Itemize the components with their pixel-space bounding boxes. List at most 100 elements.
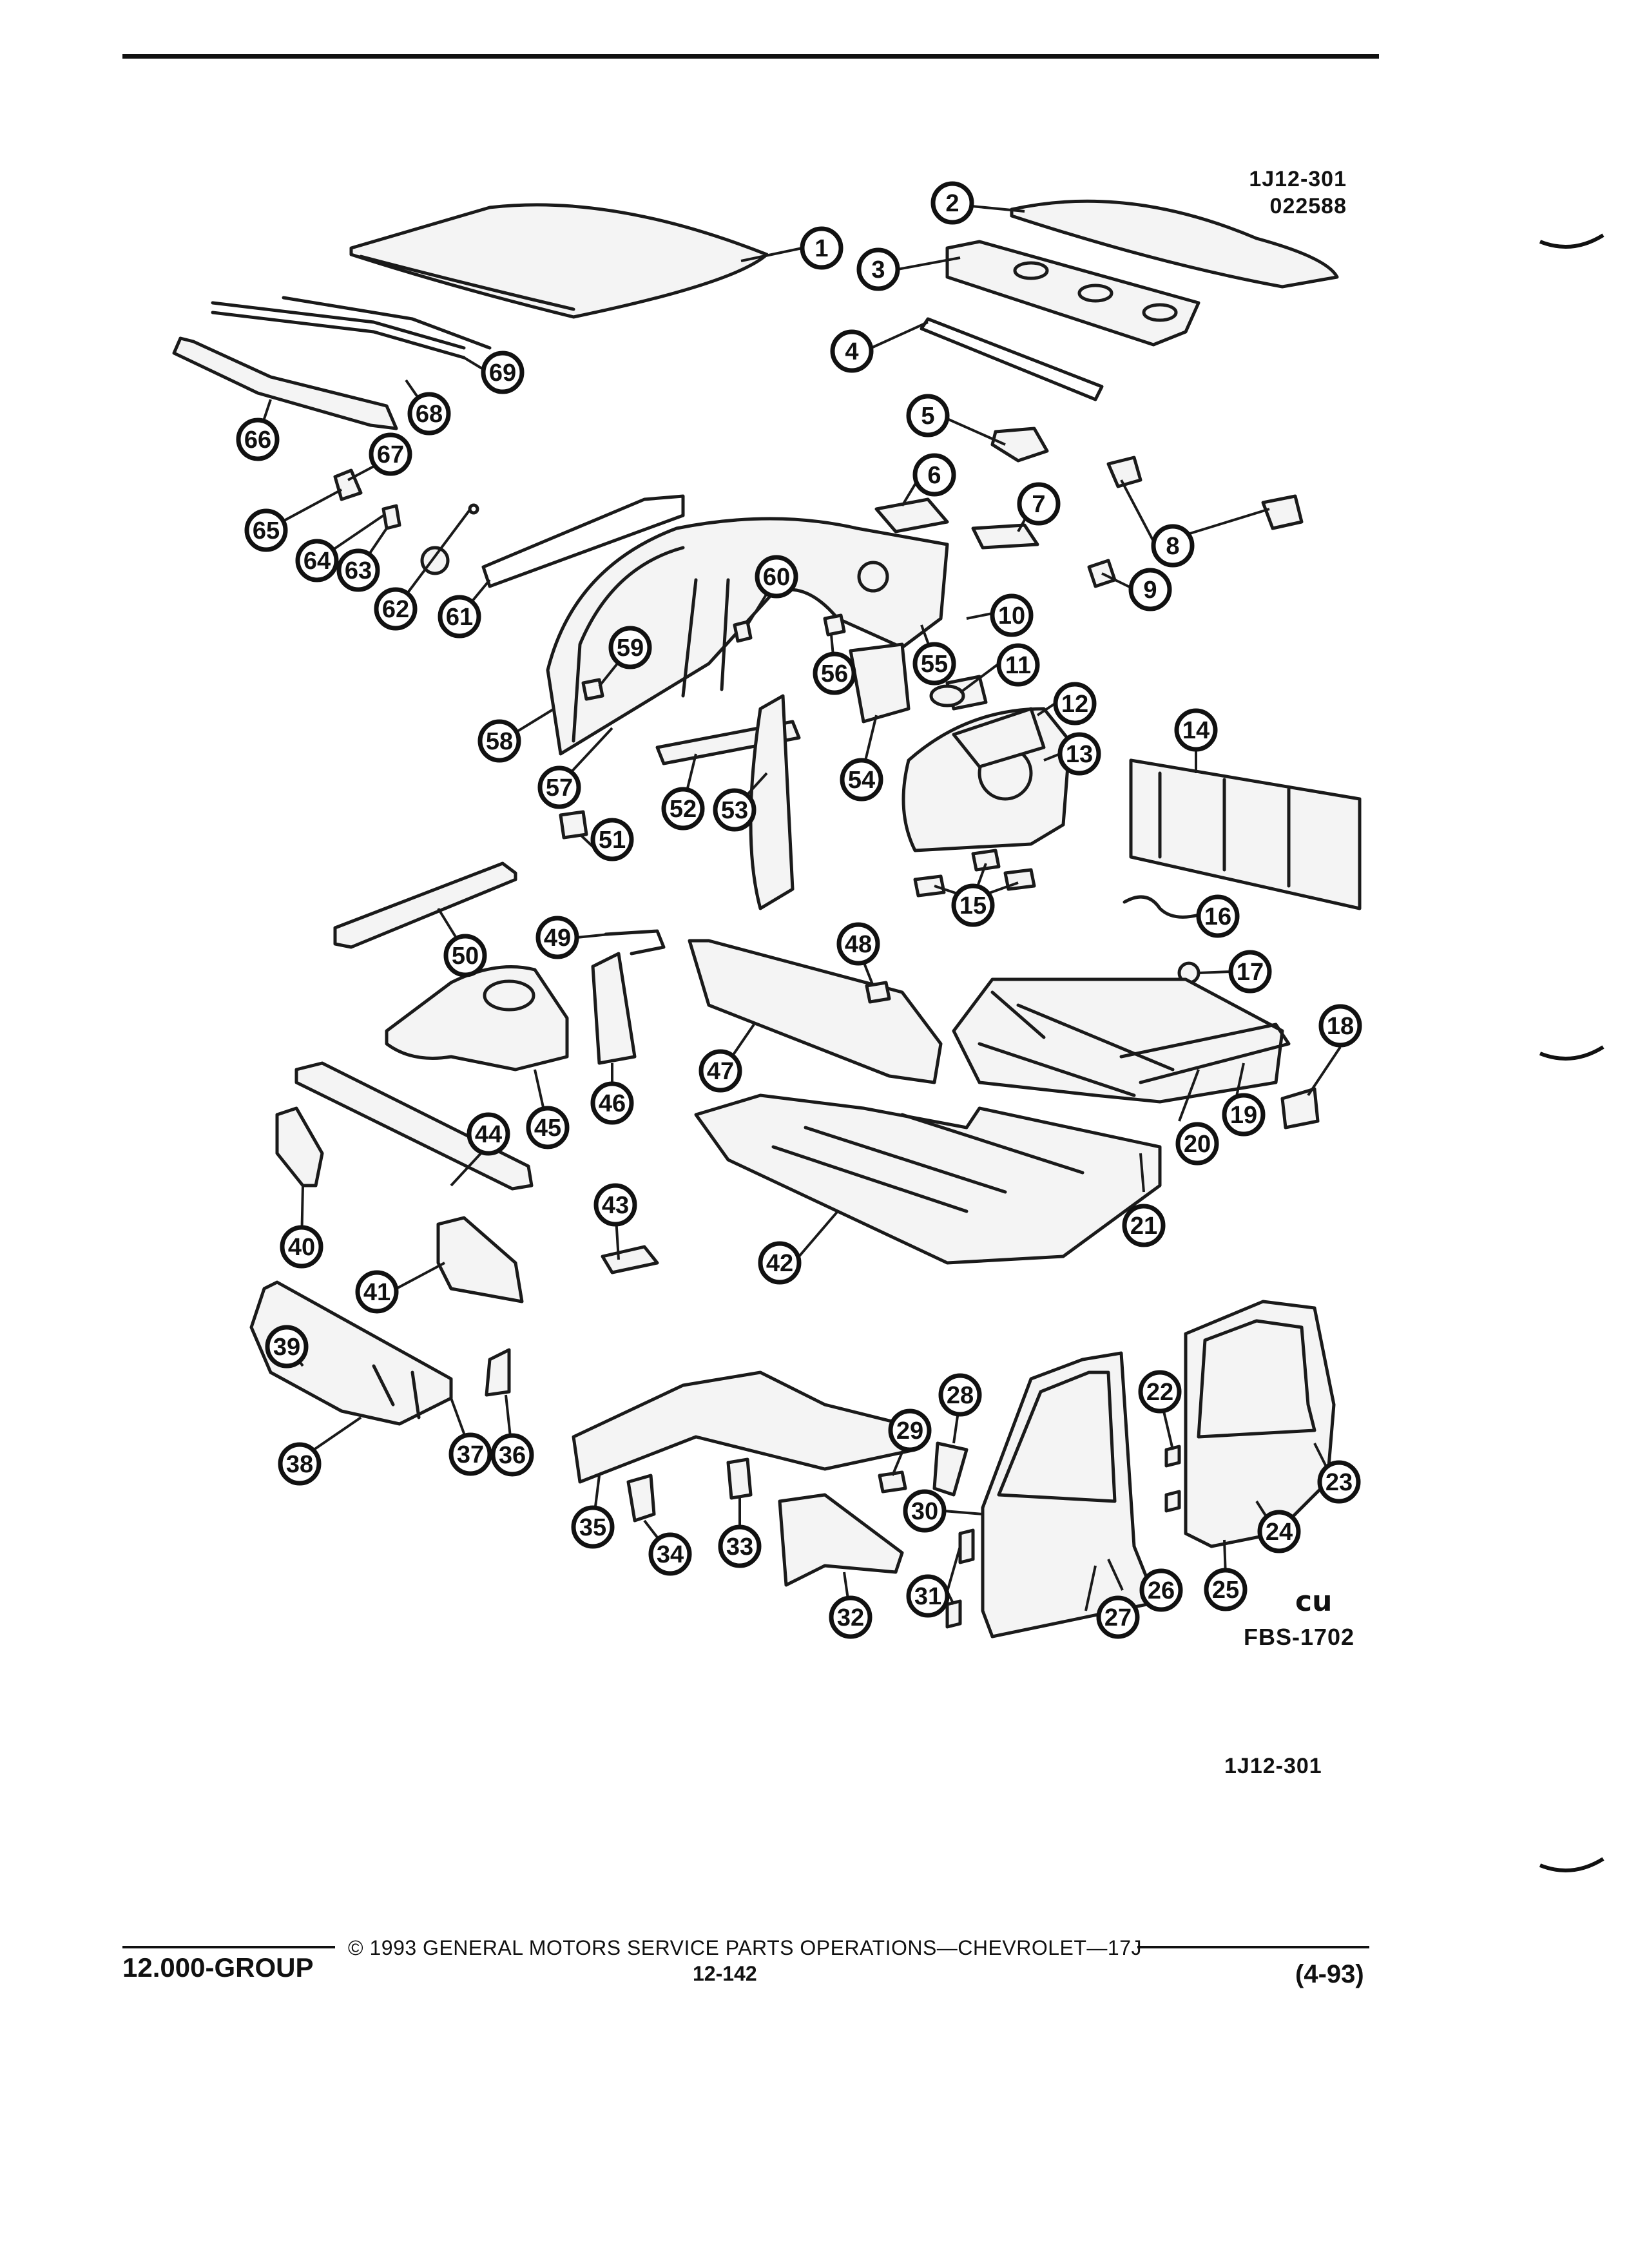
margin-marks	[1539, 233, 1605, 1872]
svg-text:46: 46	[599, 1090, 626, 1117]
callout-69: 69	[481, 351, 525, 394]
callout-64: 64	[295, 539, 339, 582]
svg-text:56: 56	[821, 660, 848, 687]
part-plate-34	[626, 1474, 656, 1523]
callout-55: 55	[912, 642, 956, 686]
callout-17: 17	[1228, 950, 1272, 994]
svg-text:62: 62	[382, 596, 409, 623]
callout-66: 66	[236, 418, 280, 461]
figure-logo: cu	[1295, 1585, 1333, 1618]
callout-36: 36	[490, 1433, 534, 1477]
part-pillar-46	[591, 952, 637, 1065]
svg-text:29: 29	[896, 1418, 923, 1445]
callout-50: 50	[443, 934, 487, 977]
callout-62: 62	[374, 587, 418, 631]
part-rear-floor-frame	[952, 977, 1284, 1104]
part-wire-16	[1123, 895, 1200, 919]
part-bracket-49	[604, 929, 666, 956]
svg-text:55: 55	[921, 651, 948, 678]
svg-text:47: 47	[707, 1058, 734, 1085]
svg-text:11: 11	[1005, 652, 1031, 679]
svg-text:64: 64	[304, 548, 331, 575]
svg-text:18: 18	[1327, 1013, 1354, 1040]
callout-45: 45	[526, 1106, 570, 1149]
callout-24: 24	[1257, 1510, 1301, 1553]
part-fender-apron-41	[436, 1216, 524, 1303]
callout-21: 21	[1122, 1204, 1166, 1247]
callout-39: 39	[265, 1325, 309, 1369]
svg-text:33: 33	[726, 1533, 753, 1561]
svg-text:61: 61	[446, 604, 473, 631]
footer-page-number: 12-142	[693, 1962, 757, 1985]
svg-text:25: 25	[1212, 1577, 1239, 1604]
svg-text:37: 37	[457, 1441, 484, 1468]
callout-12: 12	[1053, 682, 1097, 726]
svg-text:9: 9	[1143, 577, 1157, 604]
callout-35: 35	[571, 1505, 615, 1549]
svg-text:24: 24	[1266, 1519, 1293, 1546]
callout-44: 44	[467, 1112, 510, 1156]
svg-text:3: 3	[871, 256, 885, 284]
footer-date: (4-93)	[1295, 1960, 1364, 1988]
callout-67: 67	[369, 432, 412, 476]
callout-4: 4	[830, 329, 874, 373]
callout-42: 42	[758, 1241, 802, 1285]
callout-5: 5	[906, 394, 950, 437]
svg-text:6: 6	[927, 462, 941, 489]
diagram-caption: 1J12-301	[1224, 1754, 1322, 1778]
part-floor-pan	[694, 1093, 1162, 1265]
svg-text:53: 53	[721, 797, 748, 824]
callout-60: 60	[755, 555, 798, 599]
svg-text:8: 8	[1166, 533, 1179, 560]
callout-41: 41	[355, 1270, 399, 1314]
svg-text:68: 68	[416, 401, 443, 428]
svg-text:36: 36	[499, 1442, 526, 1469]
svg-text:69: 69	[489, 360, 516, 387]
part-rail-50	[333, 861, 517, 949]
callout-19: 19	[1222, 1093, 1266, 1137]
svg-text:67: 67	[377, 441, 404, 468]
part-cowl-47	[688, 939, 943, 1084]
svg-text:30: 30	[911, 1498, 938, 1525]
svg-text:5: 5	[921, 403, 934, 430]
part-pillar-54	[849, 642, 911, 724]
part-shock-tower	[385, 965, 569, 1072]
footer-copyright: © 1993 GENERAL MOTORS SERVICE PARTS OPER…	[348, 1936, 1142, 1959]
svg-text:41: 41	[363, 1279, 390, 1306]
svg-text:2: 2	[945, 190, 959, 217]
part-bracket-5	[990, 427, 1049, 463]
callout-28: 28	[938, 1373, 982, 1417]
figure-code: FBS-1702	[1244, 1624, 1355, 1650]
callout-16: 16	[1196, 894, 1240, 938]
part-quarter-panel	[546, 517, 949, 756]
callout-34: 34	[648, 1532, 692, 1576]
part-latch-22	[1164, 1445, 1181, 1513]
callout-57: 57	[537, 765, 581, 809]
svg-text:17: 17	[1237, 959, 1264, 986]
callout-43: 43	[593, 1183, 637, 1227]
part-roof-inner-rail	[172, 336, 398, 430]
svg-text:23: 23	[1325, 1469, 1353, 1496]
svg-text:12: 12	[1061, 691, 1088, 718]
part-roof-rails	[211, 296, 492, 360]
svg-text:49: 49	[544, 925, 571, 952]
callout-2: 2	[930, 181, 974, 225]
callout-26: 26	[1139, 1568, 1183, 1612]
svg-text:51: 51	[599, 827, 626, 854]
part-panel-12-13	[952, 707, 1046, 769]
svg-text:28: 28	[947, 1382, 974, 1409]
callout-38: 38	[278, 1442, 322, 1486]
part-pillar-53	[749, 694, 795, 910]
svg-text:4: 4	[845, 338, 858, 365]
callout-11: 11	[996, 643, 1040, 687]
date-code: 022588	[1269, 194, 1347, 218]
callout-29: 29	[888, 1408, 932, 1452]
svg-text:32: 32	[837, 1604, 864, 1631]
footer-rule-right	[1137, 1946, 1369, 1948]
callout-10: 10	[990, 593, 1034, 637]
part-radiator-support	[294, 1061, 534, 1191]
svg-text:59: 59	[617, 635, 644, 662]
svg-text:48: 48	[845, 931, 872, 958]
part-rear-door	[1184, 1300, 1336, 1548]
